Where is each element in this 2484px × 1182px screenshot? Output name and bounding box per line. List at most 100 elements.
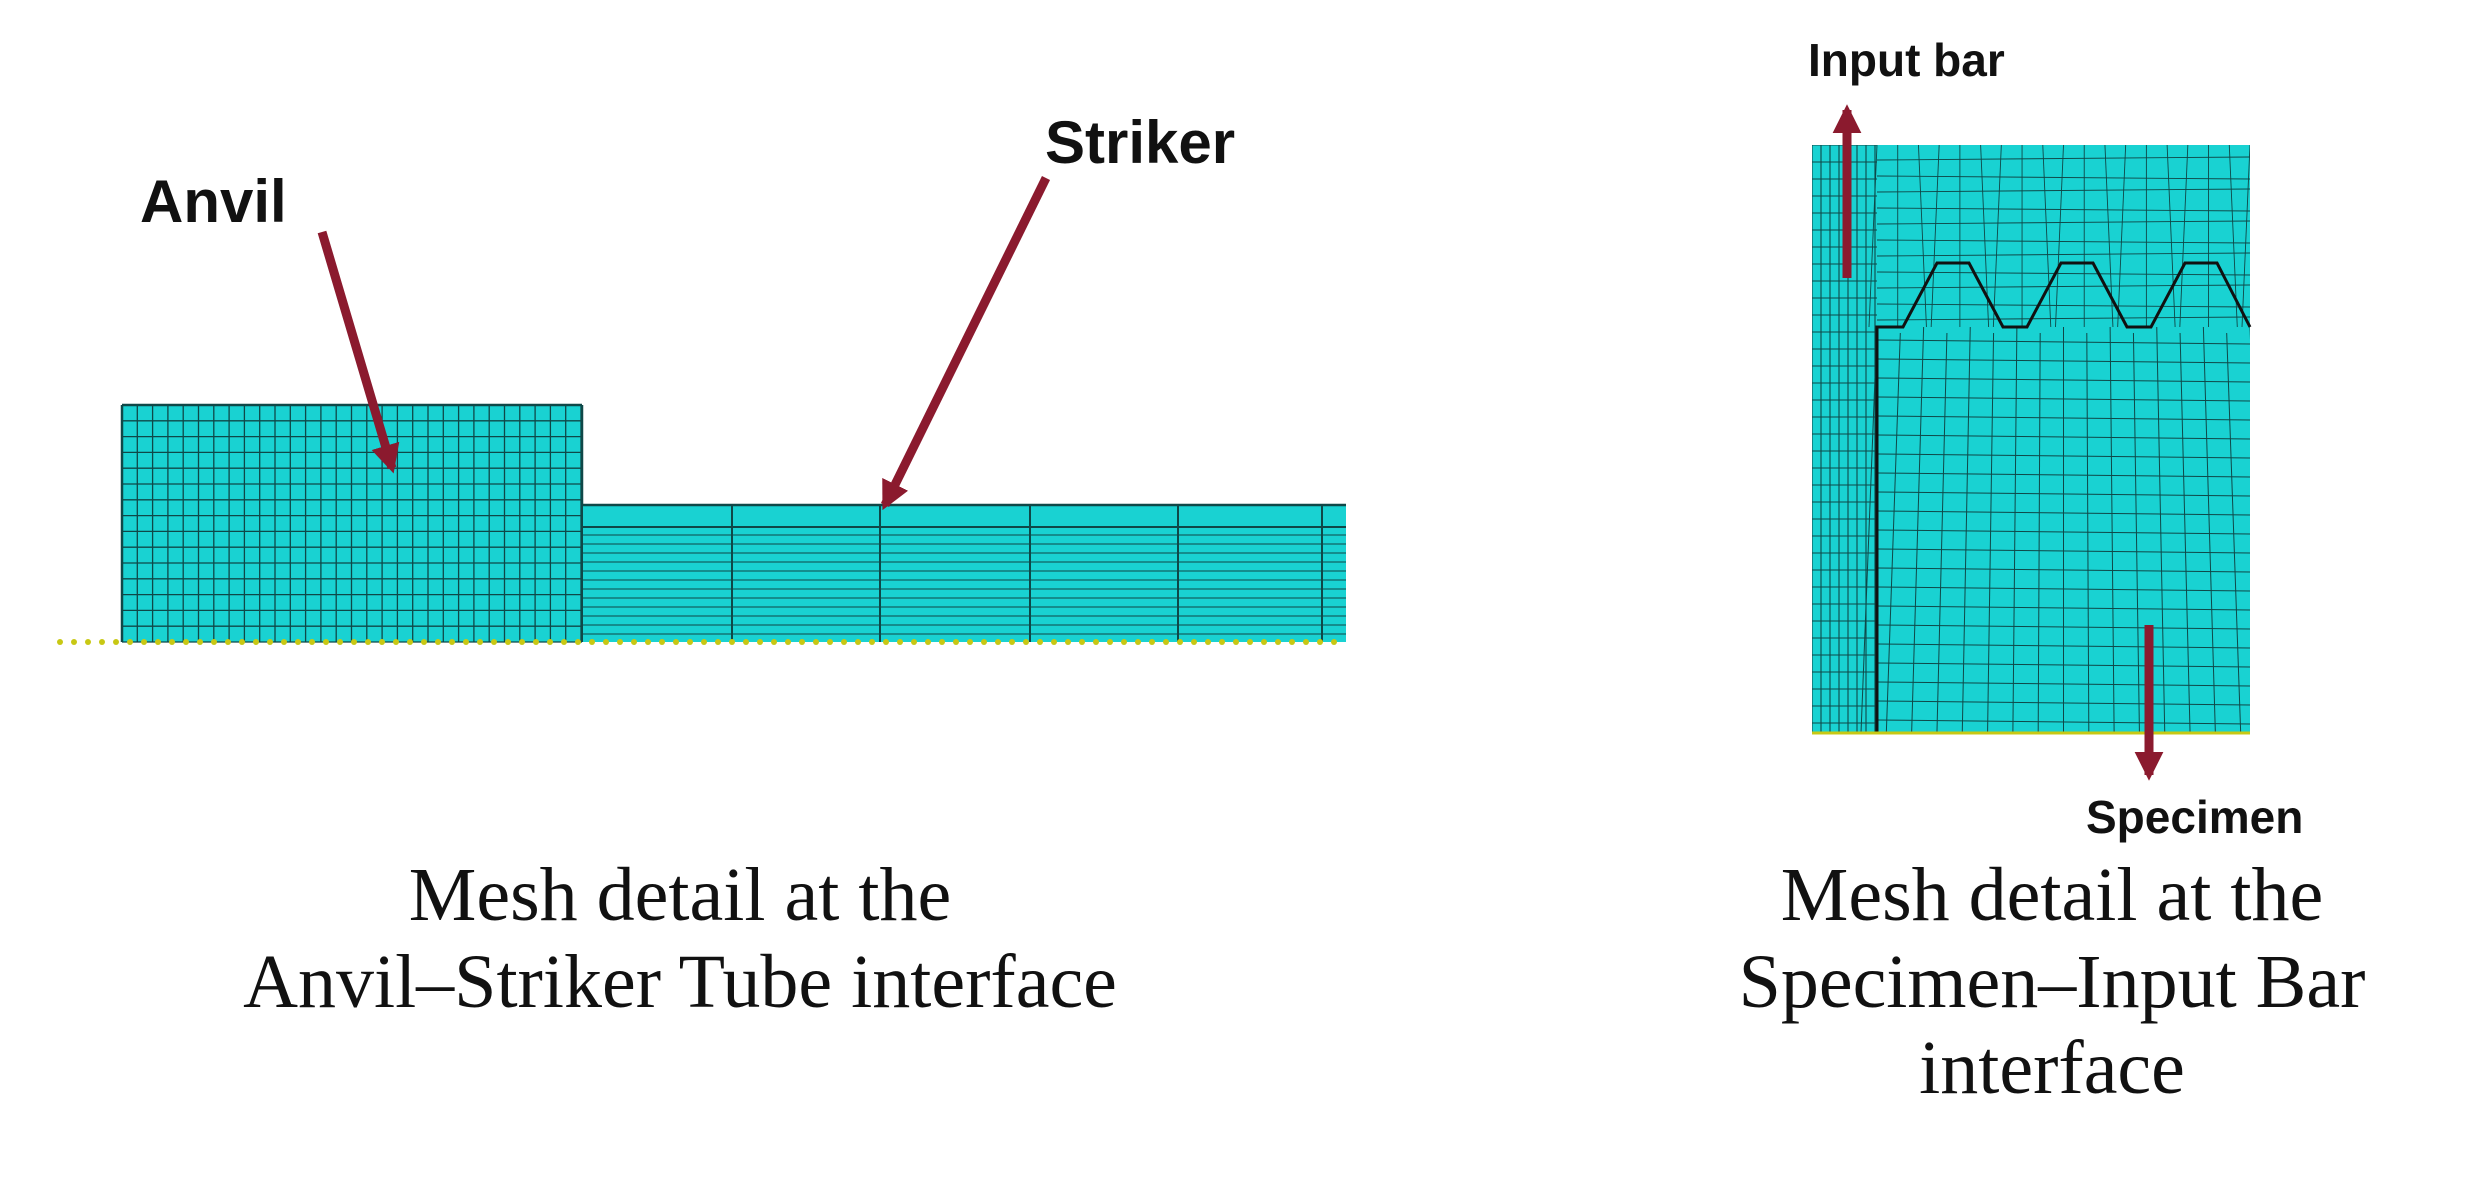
axis-dot <box>407 639 413 645</box>
right-caption-line-1: Mesh detail at the <box>1780 853 2324 937</box>
axis-dot <box>435 639 441 645</box>
axis-dot <box>897 639 903 645</box>
axis-dot <box>309 639 315 645</box>
axis-dot <box>533 639 539 645</box>
mesh-line <box>1860 326 1878 733</box>
mesh-line <box>1876 491 2250 497</box>
axis-dot <box>393 639 399 645</box>
mesh-line <box>1876 284 2250 289</box>
mesh-line <box>1876 156 2250 161</box>
mesh-line <box>1876 415 2250 421</box>
mesh-line <box>1936 332 1948 733</box>
axis-dot <box>1037 639 1043 645</box>
mesh-line <box>1930 145 1940 328</box>
axis-dot <box>687 639 693 645</box>
mesh-line <box>2179 145 2189 328</box>
axis-dot <box>225 639 231 645</box>
mesh-line <box>1876 453 2250 459</box>
axis-dot <box>197 639 203 645</box>
mesh-line <box>1876 529 2250 535</box>
mesh-line <box>2012 326 2018 733</box>
mesh-line <box>1876 377 2250 383</box>
axis-dot <box>169 639 175 645</box>
mesh-line <box>2249 327 2250 340</box>
striker-mesh-block <box>582 505 1346 642</box>
mesh-line <box>2202 326 2216 733</box>
right-caption-line-2: Specimen–Input Bar <box>1738 939 2366 1024</box>
axis-dot <box>1205 639 1211 645</box>
axis-dot <box>57 639 63 645</box>
anvil-mesh-grid <box>120 403 584 643</box>
mesh-line <box>1876 719 2250 725</box>
axis-dot <box>925 639 931 645</box>
mesh-line <box>1876 239 2250 244</box>
axis-dot <box>827 639 833 645</box>
axis-dot <box>211 639 217 645</box>
mesh-line <box>1876 358 2250 364</box>
axis-dot <box>1135 639 1141 645</box>
axis-dot <box>1261 639 1267 645</box>
axis-dot <box>1023 639 1029 645</box>
mesh-line <box>1987 332 1995 733</box>
mesh-line <box>1876 472 2250 478</box>
axis-dot <box>1275 639 1281 645</box>
axis-dot <box>1107 639 1113 645</box>
mesh-line <box>2226 332 2242 733</box>
axis-dot <box>155 639 161 645</box>
axis-dot <box>477 639 483 645</box>
axis-dot <box>323 639 329 645</box>
axis-dot <box>1121 639 1127 645</box>
striker-label: Striker <box>1045 109 1235 176</box>
input-bar-label: Input bar <box>1808 34 2005 86</box>
axis-dot <box>379 639 385 645</box>
axis-dot <box>771 639 777 645</box>
axis-dot <box>71 639 77 645</box>
mesh-line <box>1876 643 2250 649</box>
striker-arrow <box>880 176 1051 511</box>
axis-dot <box>505 639 511 645</box>
axis-dot <box>883 639 889 645</box>
mesh-line <box>2055 145 2064 328</box>
right-caption-line-3: interface <box>1919 1026 2185 1111</box>
mesh-line <box>1876 220 2250 225</box>
mesh-line <box>2117 145 2127 328</box>
left-caption: Mesh detail at the Anvil–Striker Tube in… <box>0 852 1360 1025</box>
axis-dot <box>547 639 553 645</box>
mesh-line <box>1876 316 2250 321</box>
axis-dot <box>603 639 609 645</box>
mesh-line <box>1876 207 2250 212</box>
axis-dot <box>141 639 147 645</box>
mesh-line <box>1876 681 2250 687</box>
axis-dot <box>757 639 763 645</box>
axis-dot <box>281 639 287 645</box>
axis-dot <box>799 639 805 645</box>
mesh-line <box>2042 145 2052 328</box>
axis-dot <box>421 639 427 645</box>
right-caption: Mesh detail at the Specimen–Input Bar in… <box>1620 852 2484 1112</box>
mesh-line <box>1876 175 2250 180</box>
axis-dot <box>491 639 497 645</box>
axis-dot <box>631 639 637 645</box>
axis-dot <box>239 639 245 645</box>
axis-dot <box>617 639 623 645</box>
axis-dot <box>1163 639 1169 645</box>
axis-dot <box>1303 639 1309 645</box>
axis-dot <box>1065 639 1071 645</box>
axis-dot <box>561 639 567 645</box>
axis-dot <box>673 639 679 645</box>
axis-dot <box>995 639 1001 645</box>
axis-dot <box>785 639 791 645</box>
axis-dot <box>1051 639 1057 645</box>
mesh-line <box>1876 252 2250 257</box>
axis-dot <box>729 639 735 645</box>
axis-dot <box>267 639 273 645</box>
mesh-line <box>1876 271 2250 276</box>
mesh-line <box>1876 548 2250 554</box>
axis-dot <box>813 639 819 645</box>
axis-dot <box>1219 639 1225 645</box>
axis-dot <box>645 639 651 645</box>
left-caption-line-2: Anvil–Striker Tube interface <box>243 939 1117 1024</box>
axis-dot <box>841 639 847 645</box>
mesh-line <box>1876 510 2250 516</box>
